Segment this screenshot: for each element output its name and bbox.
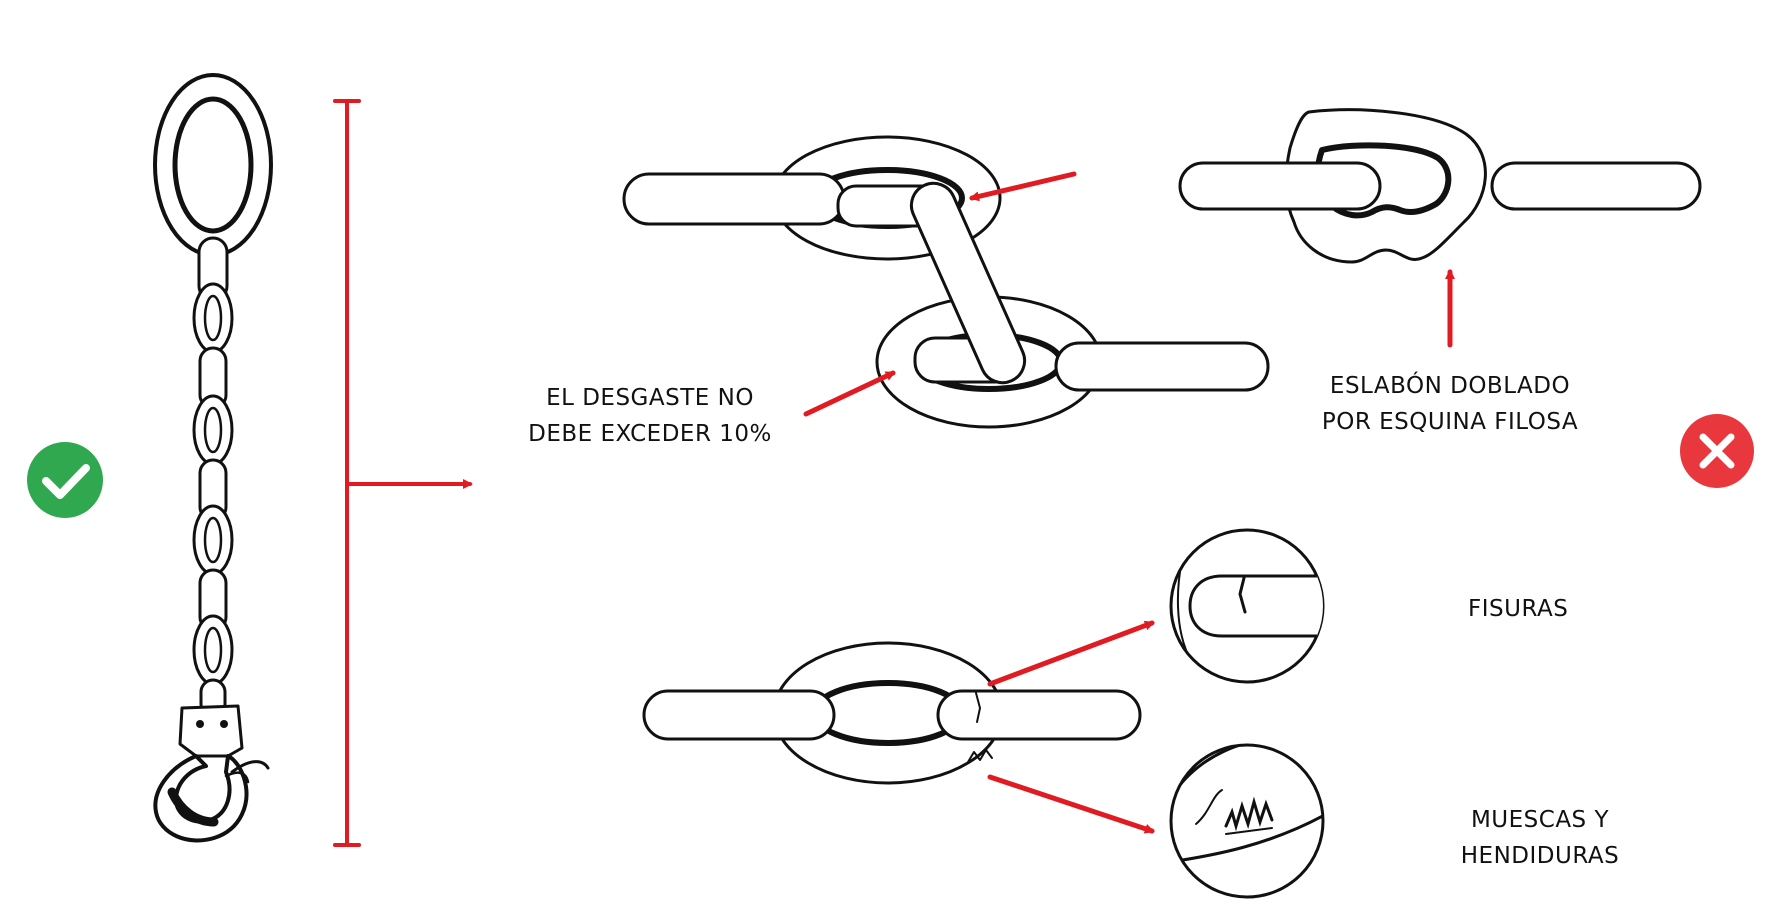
worn-links-illustration — [622, 135, 1270, 429]
arrow-to-worn-link — [969, 171, 1077, 202]
close-circle-icon — [1680, 414, 1754, 488]
nicks-line-2: HENDIDURAS — [1460, 843, 1620, 869]
arrow-to-nicks — [987, 774, 1155, 834]
bent-link-line-1: ESLABÓN DOBLADO — [1329, 373, 1571, 399]
nicks-label: MUESCAS Y HENDIDURAS — [1420, 802, 1660, 874]
bent-link-line-2: POR ESQUINA FILOSA — [1321, 409, 1579, 435]
length-bracket — [333, 99, 473, 847]
arrow-to-crack — [987, 620, 1155, 687]
chain-links — [192, 236, 234, 718]
right-link — [1054, 341, 1270, 392]
cracks-line-1: FISURAS — [1468, 596, 1569, 622]
left-link — [622, 172, 846, 226]
nicks-line-1: MUESCAS Y — [1470, 807, 1610, 833]
grab-hook — [153, 704, 270, 843]
bent-link-illustration — [1178, 108, 1702, 264]
pointer-arrows — [803, 171, 1455, 834]
nicks-magnifier — [1169, 743, 1325, 899]
damaged-link-illustration — [642, 641, 1142, 785]
cracks-label: FISURAS — [1468, 591, 1568, 627]
master-link — [153, 73, 273, 257]
arrow-wear-label — [803, 370, 896, 417]
bent-link-label: ESLABÓN DOBLADO POR ESQUINA FILOSA — [1300, 368, 1600, 440]
check-circle-icon — [27, 442, 103, 518]
wear-limit-label: EL DESGASTE NO DEBE EXCEDER 10% — [515, 380, 785, 452]
crack-magnifier — [1169, 528, 1325, 684]
wear-limit-line-2: DEBE EXCEDER 10% — [528, 421, 772, 447]
diagonal-link — [909, 181, 1027, 385]
wear-limit-line-1: EL DESGASTE NO — [546, 385, 754, 411]
chain-sling-illustration — [153, 73, 273, 843]
